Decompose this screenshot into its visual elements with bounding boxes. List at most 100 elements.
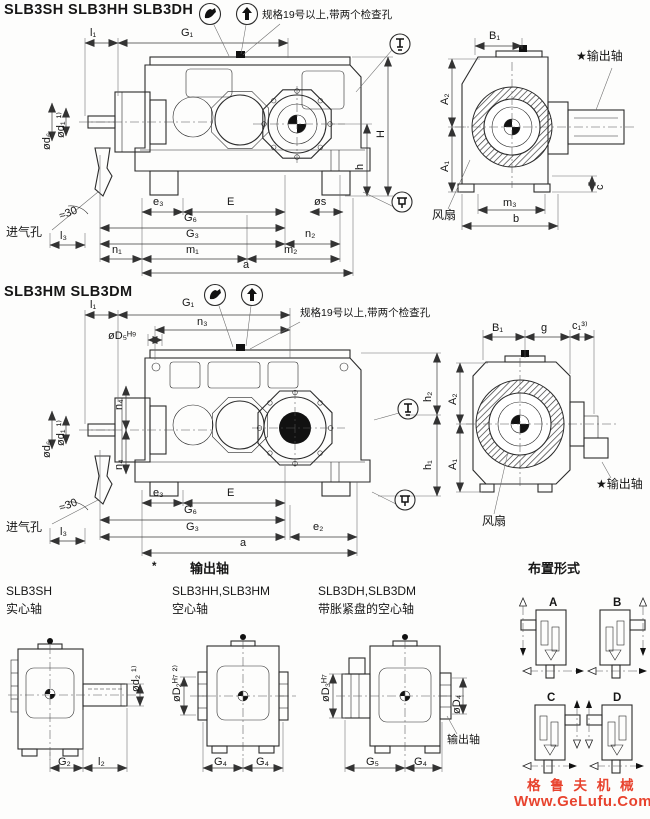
dim-label-G2: G₂ (58, 756, 71, 768)
dim-label-D2: øD₂ᴴ⁷ ²⁾ (171, 664, 183, 702)
s1-front-view (79, 51, 371, 197)
oil-drain-icon (394, 489, 416, 511)
dim-label-h2: h₂ (422, 391, 434, 402)
dim-label-D3: øD₃ᴴ⁷ (320, 674, 332, 702)
dim-label-m3: m₃ (503, 197, 517, 209)
section1-inspection-note: 规格19号以上,带两个检查孔 (262, 9, 393, 21)
dim-label-H: H (375, 130, 387, 138)
dim-label-G4: G₄ (414, 756, 428, 768)
dim-label-a: a (243, 259, 250, 271)
dim-label-A2: A₂ (447, 393, 459, 405)
dim-label-B1: B₁ (492, 322, 504, 334)
dim-label-G1: G₁ (182, 297, 195, 309)
oil-level-icon (389, 33, 411, 55)
output-shaft-label: 输出轴 (447, 734, 480, 746)
dim-label-e3: e₃ (153, 487, 164, 499)
arrangement-b (587, 597, 648, 679)
dim-label-G5: G₅ (366, 756, 379, 768)
variant-type-hollow: 空心轴 (172, 602, 209, 616)
dim-label-G4: G₄ (214, 756, 228, 768)
dim-label-a: a (240, 537, 247, 549)
dim-label-B1: B₁ (489, 30, 501, 42)
dim-label-E: E (227, 487, 235, 499)
section2-inspection-note: 规格19号以上,带两个检查孔 (300, 307, 431, 319)
s2-front-view (79, 344, 371, 505)
dim-label-b: b (513, 213, 520, 225)
arrangement-label-c: C (547, 692, 556, 704)
dim-label-h1: h₁ (422, 460, 434, 470)
dim-label-n4: n₄ (113, 459, 125, 470)
arrangement-label-a: A (549, 597, 558, 609)
dim-label-A2: A₂ (439, 93, 451, 105)
dim-label-m2: m₂ (284, 244, 298, 256)
dim-label-d6: ød₆ (41, 132, 53, 150)
s2-output-shaft (583, 437, 609, 459)
oil-fill-icon (203, 283, 227, 307)
variant-models-shrink-disc: SLB3DH,SLB3DM (318, 584, 417, 598)
dim-label-A1: A₁ (447, 458, 459, 470)
arrangement-label-d: D (613, 692, 622, 704)
arrangement-label-b: B (613, 597, 622, 609)
dim-label-E: E (227, 196, 235, 208)
dim-label-D4: øD₄ (451, 694, 463, 714)
dim-label-l1: l₁ (90, 299, 97, 311)
dim-label-d2: ød₂ ¹⁾ (130, 665, 142, 692)
s1-air-intake-funnel (94, 147, 113, 197)
s3-solid-shaft-view (8, 638, 144, 772)
output-shaft-label: ★输出轴 (596, 477, 643, 491)
dim-label-d6: ød₆ (41, 440, 53, 458)
breather-icon (235, 2, 259, 26)
dim-label-c: c (594, 184, 606, 191)
dim-label-G6: G₆ (184, 212, 197, 224)
watermark-brand: 格 鲁 夫 机 械 (527, 778, 637, 793)
air-intake-label: 进气孔 (6, 520, 43, 534)
fan-label: 风扇 (432, 208, 457, 222)
section1-title: SLB3SH SLB3HH SLB3DH (4, 2, 194, 18)
s1-lube-symbols (198, 2, 413, 213)
s2-side-view (456, 330, 616, 515)
dim-label-h: h (354, 163, 366, 170)
s2-dimensions (48, 308, 441, 557)
dim-label-e2: e₂ (313, 521, 324, 533)
dim-label-d1: ød₁ ¹⁾ (55, 112, 67, 138)
dim-label-G3: G₃ (186, 228, 200, 240)
breather-icon (240, 283, 264, 307)
s2-lube-symbols (203, 283, 419, 511)
dim-label-c1: c₁³⁾ (572, 320, 588, 332)
dim-label-n1: n₁ (112, 244, 122, 256)
dim-label-l1: l₁ (90, 27, 97, 39)
s3-shrink-disc-view (329, 634, 467, 772)
arrangement-d (584, 700, 644, 774)
dim-label-l3: l₃ (60, 526, 67, 538)
arrangement-c (522, 700, 582, 774)
dim-label-os: øs (314, 196, 327, 208)
output-shaft-label: ★输出轴 (576, 49, 623, 63)
dim-label-G1: G₁ (181, 27, 194, 39)
s2-air-intake-funnel (94, 455, 113, 505)
dim-label-m1: m₁ (186, 244, 199, 256)
dim-label-A1: A₁ (439, 160, 451, 172)
dim-label-n2: n₂ (305, 228, 316, 240)
air-intake-label: 进气孔 (6, 225, 43, 239)
s1-dimensions (48, 23, 393, 277)
oil-level-icon (397, 398, 419, 420)
section2-title: SLB3HM SLB3DM (4, 284, 133, 300)
dim-label-n3: n₃ (197, 316, 208, 328)
oil-fill-icon (198, 2, 222, 26)
dim-label-l2: l₂ (98, 756, 105, 768)
dim-label-d1: ød₁ ¹⁾ (55, 420, 67, 446)
dim-label-g: g (541, 322, 548, 334)
oil-drain-icon (391, 191, 413, 213)
variant-models-hollow: SLB3HH,SLB3HM (172, 584, 271, 598)
s3-hollow-shaft-view (180, 634, 296, 772)
variant-models-solid: SLB3SH (6, 584, 53, 598)
arrangement-diagrams (518, 597, 648, 774)
watermark-url: Www.GeLufu.Com (514, 793, 650, 810)
arrangement-title: 布置形式 (528, 561, 581, 576)
output-shaft-header: 输出轴 (190, 561, 230, 576)
dim-label-D5: øD₅ᴴ⁹ (108, 330, 137, 342)
dim-label-n4: n₄ (113, 399, 125, 410)
dim-label-l3: l₃ (60, 230, 67, 242)
